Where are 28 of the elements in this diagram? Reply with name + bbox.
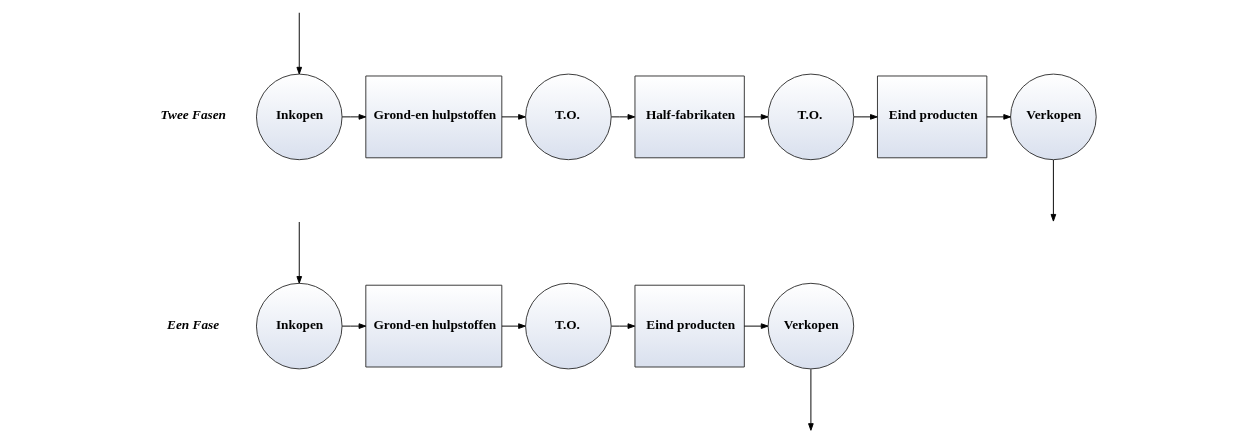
node-box: Eind producten xyxy=(876,75,987,159)
node-box: Grond-en hulpstoffen xyxy=(364,75,502,159)
node-circle: Verkopen xyxy=(767,282,854,370)
node-circle: Verkopen xyxy=(1009,73,1097,161)
node-circle: T.O. xyxy=(524,282,612,370)
arrow xyxy=(295,221,302,284)
arrow xyxy=(500,114,526,120)
node-box: Eind producten xyxy=(634,284,745,368)
node-circle: Inkopen xyxy=(255,282,343,370)
arrow xyxy=(341,323,366,329)
arrow xyxy=(295,12,302,75)
arrow xyxy=(500,323,526,329)
arrow xyxy=(610,323,635,329)
label: Een Fase xyxy=(166,316,219,332)
node-circle: T.O. xyxy=(524,73,612,161)
node-circle: Inkopen xyxy=(255,73,343,161)
arrow xyxy=(852,114,878,120)
arrow xyxy=(1050,159,1056,222)
arrow xyxy=(985,114,1011,120)
node-box: Grond-en hulpstoffen xyxy=(364,284,502,368)
arrow xyxy=(743,114,768,120)
node-box: Half-fabrikaten xyxy=(634,75,745,159)
arrow xyxy=(341,114,366,120)
arrow xyxy=(610,114,635,120)
arrow xyxy=(743,323,768,329)
label: Twee Fasen xyxy=(159,107,226,123)
arrow xyxy=(807,368,814,431)
node-circle: T.O. xyxy=(767,73,854,161)
